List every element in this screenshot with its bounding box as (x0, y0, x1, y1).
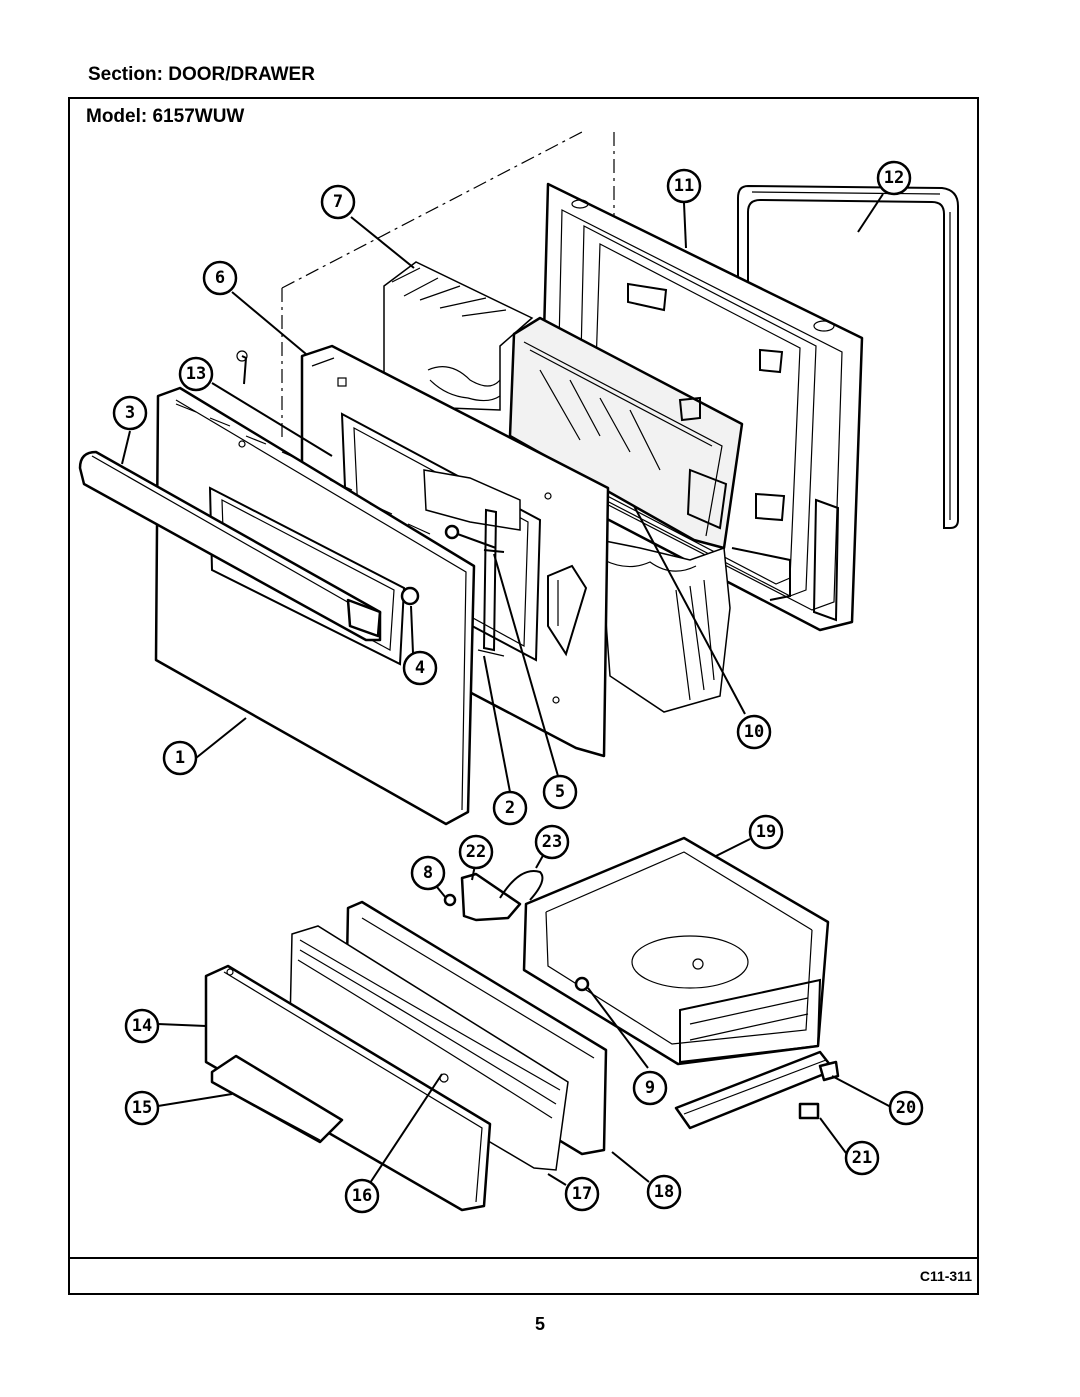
svg-text:19: 19 (756, 822, 776, 842)
svg-text:7: 7 (333, 192, 343, 212)
page-number: 5 (534, 1314, 545, 1334)
callout-leaders (121, 193, 892, 1186)
callout-6: 6 (202, 260, 238, 296)
door-handle (78, 450, 382, 642)
callout-4: 4 (402, 650, 438, 686)
svg-text:18: 18 (654, 1182, 674, 1202)
model-title: Model: 6157WUW (86, 106, 245, 127)
svg-text:23: 23 (542, 832, 562, 852)
callout-18: 18 (646, 1174, 682, 1210)
figure-code: C11-311 (919, 1268, 972, 1284)
door-screws (236, 350, 505, 553)
svg-text:17: 17 (572, 1184, 592, 1204)
svg-text:20: 20 (896, 1098, 916, 1118)
callout-23: 23 (534, 824, 570, 860)
footer-rule (68, 1257, 979, 1259)
svg-text:14: 14 (132, 1016, 152, 1036)
svg-text:15: 15 (132, 1098, 152, 1118)
callout-15: 15 (124, 1090, 160, 1126)
drawer-front-panel (204, 964, 492, 1212)
svg-text:3: 3 (125, 403, 135, 423)
drawer-rail (674, 1050, 840, 1130)
glass-pack (508, 316, 744, 713)
callout-1: 1 (162, 740, 198, 776)
drawer-handle (210, 1054, 344, 1144)
callout-20: 20 (888, 1090, 924, 1126)
door-gasket (737, 184, 959, 529)
svg-text:4: 4 (415, 658, 425, 678)
svg-text:13: 13 (186, 364, 206, 384)
callout-14: 14 (124, 1008, 160, 1044)
svg-text:10: 10 (744, 722, 764, 742)
svg-text:6: 6 (215, 268, 225, 288)
door-channel (477, 508, 505, 657)
svg-text:8: 8 (423, 863, 433, 883)
drawer-box (522, 836, 830, 1066)
callout-11: 11 (666, 168, 702, 204)
svg-text:21: 21 (852, 1148, 872, 1168)
diagram-frame (68, 97, 979, 1295)
svg-text:12: 12 (884, 168, 904, 188)
callout-21: 21 (844, 1140, 880, 1176)
callout-10: 10 (736, 714, 772, 750)
callout-9: 9 (632, 1070, 668, 1106)
callout-5: 5 (542, 774, 578, 810)
callout-2: 2 (492, 790, 528, 826)
callout-22: 22 (458, 834, 494, 870)
callout-8: 8 (410, 855, 446, 891)
svg-text:9: 9 (645, 1078, 655, 1098)
svg-text:16: 16 (352, 1186, 372, 1206)
svg-text:1: 1 (175, 748, 185, 768)
callout-7: 7 (320, 184, 356, 220)
callout-19: 19 (748, 814, 784, 850)
callout-3: 3 (112, 395, 148, 431)
callout-12: 12 (876, 160, 912, 196)
svg-text:5: 5 (555, 782, 565, 802)
callout-17: 17 (564, 1176, 600, 1212)
drawer-bracket (443, 870, 544, 922)
svg-text:11: 11 (674, 176, 694, 196)
svg-text:2: 2 (505, 798, 515, 818)
drawer-insulation (289, 925, 569, 1171)
svg-text:22: 22 (466, 842, 486, 862)
callout-16: 16 (344, 1178, 380, 1214)
callout-13: 13 (178, 356, 214, 392)
section-title: Section: DOOR/DRAWER (88, 64, 315, 85)
